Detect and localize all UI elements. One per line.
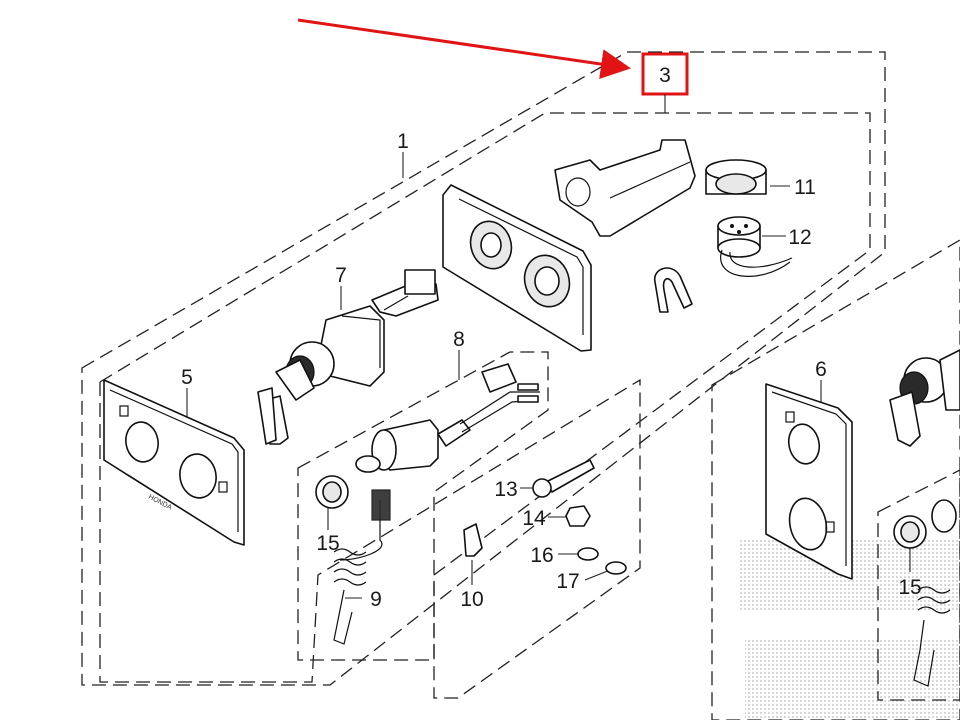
washer-17 [605, 561, 627, 575]
stop-switch-8 [355, 363, 540, 473]
callout-15-left: 15 [316, 532, 339, 555]
buzzer-12 [717, 216, 793, 277]
nut-15-left [315, 475, 349, 509]
ring-11 [705, 159, 767, 195]
nut-14 [565, 505, 591, 527]
callout-12: 12 [788, 226, 811, 249]
callout-9: 9 [370, 588, 382, 611]
callout-1: 1 [397, 130, 409, 153]
bracket-3 [554, 139, 696, 237]
callout-10: 10 [460, 588, 483, 611]
callout-6: 6 [815, 358, 827, 381]
callout-17: 17 [556, 570, 579, 593]
nut-15-right [893, 515, 927, 549]
outline-assembly-6 [711, 239, 960, 720]
callout-labels: 3 1 7 5 8 6 11 12 13 14 16 17 15 9 10 15 [181, 64, 922, 611]
callout-7: 7 [335, 264, 347, 287]
cable-clamp [654, 267, 693, 313]
highlight-arrow [297, 18, 631, 79]
callout-8: 8 [453, 328, 465, 351]
switch-housing-frame [442, 184, 592, 352]
ignition-switch-right [889, 349, 960, 447]
stop-switch-right [913, 499, 957, 687]
callout-3: 3 [659, 64, 671, 87]
washer-16 [577, 547, 599, 561]
callout-16: 16 [530, 544, 553, 567]
switch-panel-plate-6 [765, 383, 853, 580]
switch-panel-plate-5: HONDA [103, 379, 245, 546]
outline-assembly-1 [81, 51, 886, 686]
bolt-13 [532, 459, 595, 498]
callout-5: 5 [181, 366, 193, 389]
outline-assembly-3 [99, 112, 871, 699]
clip-10 [463, 523, 483, 557]
callout-11: 11 [794, 176, 816, 199]
callout-15-right: 15 [898, 576, 921, 599]
outline-assembly-8 [297, 351, 549, 661]
callout-14: 14 [522, 507, 546, 530]
outline-sub-6 [877, 469, 960, 701]
callout-13: 13 [494, 478, 517, 501]
ignition-switch-7 [257, 269, 439, 445]
lanyard-9 [333, 489, 391, 645]
leader-lines [186, 94, 911, 599]
group-outlines [81, 51, 960, 720]
